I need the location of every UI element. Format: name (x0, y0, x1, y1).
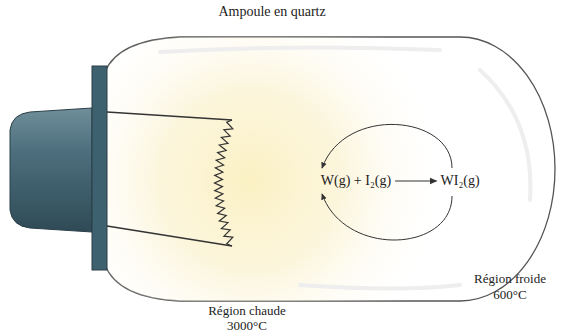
region-label: Région chaude (208, 304, 286, 318)
tungsten-filament (215, 120, 233, 246)
region-label: Région froide (474, 272, 546, 286)
lamp-socket (10, 108, 92, 232)
temperature-label: 600°C (493, 288, 526, 302)
lead-wire (107, 112, 232, 120)
bulb-label: Ampoule en quartz (218, 4, 325, 19)
product-formula: WI₂(g) (441, 173, 480, 188)
lead-wire (107, 226, 232, 246)
quartz-bulb (105, 37, 555, 301)
temperature-label: 3000°C (227, 319, 267, 333)
reaction-arrow (395, 180, 436, 181)
reactants-formula: W(g) + I₂(g) (321, 173, 391, 188)
socket-flange (92, 66, 107, 270)
cycle-arrow (322, 194, 452, 240)
cycle-arrow (322, 124, 452, 168)
